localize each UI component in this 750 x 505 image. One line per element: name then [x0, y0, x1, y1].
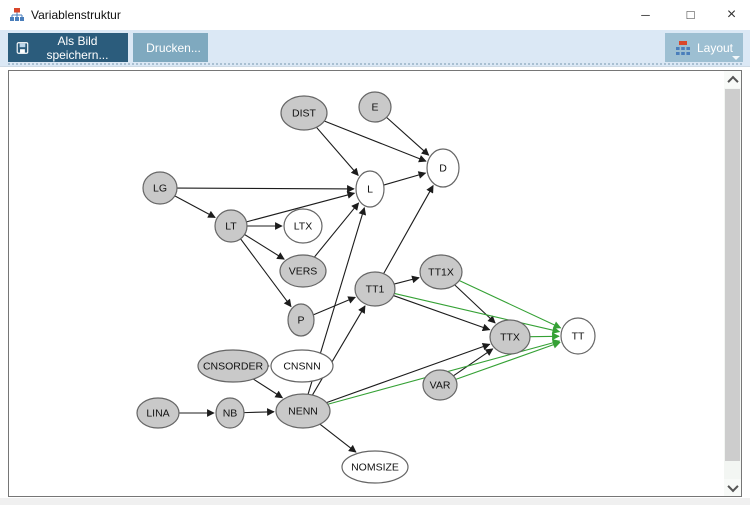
layout-button[interactable]: Layout	[665, 33, 743, 62]
vertical-scrollbar[interactable]	[724, 71, 741, 496]
graph-edge-TT1-D	[383, 184, 434, 274]
graph-node-LTX[interactable]: LTX	[283, 208, 323, 244]
graph-node-TT1[interactable]: TT1	[354, 271, 396, 307]
graph-edge-LT-VERS	[244, 234, 285, 260]
save-as-image-label: Als Bild speichern...	[46, 33, 109, 62]
graph-node-D[interactable]: D	[426, 148, 460, 188]
graph-node-label-DIST: DIST	[292, 108, 317, 120]
graph-edge-LG-L	[176, 185, 355, 193]
graph-node-NOMSIZE[interactable]: NOMSIZE	[341, 450, 409, 484]
graph-node-NB[interactable]: NB	[215, 397, 245, 429]
graph-node-label-CNSNN: CNSNN	[283, 361, 320, 373]
graph-edge-DIST-L	[316, 126, 359, 177]
graph-edge-NENN-TTX	[326, 342, 491, 404]
scroll-up-button[interactable]	[724, 71, 741, 88]
graph-edge-NENN-TT1	[311, 305, 366, 396]
graph-node-DIST[interactable]: DIST	[280, 95, 328, 131]
graph-edge-TT1X-TT	[458, 279, 562, 329]
print-button[interactable]: Drucken...	[133, 33, 208, 62]
graph-canvas: DIST E D LG L LT LTX VERS P TT1 TT1X TTX TT CNSORDER C…	[8, 70, 742, 497]
app-icon	[10, 8, 24, 21]
graph-edge-TT1-TT1X	[394, 275, 420, 285]
graph-edge-VERS-L	[313, 202, 360, 258]
graph-node-label-LTX: LTX	[294, 221, 312, 233]
graph-node-E[interactable]: E	[358, 91, 392, 123]
graph-node-label-NB: NB	[223, 408, 238, 420]
graph-node-label-LINA: LINA	[146, 408, 169, 420]
close-button[interactable]: ×	[726, 6, 737, 23]
graph-node-CNSORDER[interactable]: CNSORDER	[197, 349, 269, 383]
graph-edge-TT1X-TTX	[454, 284, 496, 324]
graph-edge-NB-NENN	[243, 408, 275, 416]
variable-structure-graph: DIST E D LG L LT LTX VERS P TT1 TT1X TTX TT CNSORDER C…	[136, 91, 596, 484]
graph-edge-VAR-TT	[455, 341, 561, 380]
graph-node-TT[interactable]: TT	[560, 317, 596, 355]
graph-edge-LT-P	[240, 238, 292, 308]
chevron-up-icon	[726, 75, 739, 87]
title-bar: Variablenstruktur ─ □ ×	[0, 0, 750, 30]
graph-node-label-CNSORDER: CNSORDER	[203, 361, 264, 373]
graph-node-label-TT1: TT1	[366, 284, 385, 296]
window-bottom-edge	[0, 498, 750, 505]
graph-node-label-L: L	[367, 184, 373, 196]
graph-node-label-VERS: VERS	[289, 266, 318, 278]
scrollbar-thumb[interactable]	[725, 89, 740, 461]
graph-node-label-NOMSIZE: NOMSIZE	[351, 462, 399, 474]
graph-node-TTX[interactable]: TTX	[489, 319, 531, 355]
graph-edge-CNSORDER-NENN	[252, 378, 284, 399]
graph-node-label-D: D	[439, 163, 447, 175]
chevron-down-icon	[726, 480, 739, 492]
graph-node-label-TTX: TTX	[500, 332, 520, 344]
graph-edge-L-D	[383, 171, 427, 186]
graph-node-label-P: P	[297, 315, 304, 327]
graph-edge-TT1-TTX	[393, 295, 491, 332]
minimize-button[interactable]: ─	[641, 8, 650, 22]
graph-edge-LT-L	[246, 191, 356, 223]
graph-node-NENN[interactable]: NENN	[275, 393, 331, 429]
graph-node-label-VAR: VAR	[430, 380, 451, 392]
graph-node-P[interactable]: P	[287, 303, 315, 337]
graph-node-L[interactable]: L	[355, 170, 385, 208]
graph-node-TT1X[interactable]: TT1X	[419, 254, 463, 290]
graph-edge-LG-LT	[174, 195, 216, 218]
maximize-button[interactable]: □	[686, 7, 695, 22]
layout-label: Layout	[696, 40, 734, 55]
floppy-icon	[16, 41, 29, 54]
scroll-down-button[interactable]	[724, 479, 741, 496]
graph-node-label-LG: LG	[153, 183, 167, 195]
graph-edge-VAR-TTX	[453, 348, 494, 377]
layout-dropdown-caret-icon	[732, 56, 740, 60]
graph-edge-NENN-NOMSIZE	[319, 423, 357, 453]
window-title: Variablenstruktur	[31, 8, 121, 22]
graph-node-label-TT1X: TT1X	[428, 267, 454, 279]
graph-node-label-E: E	[371, 102, 378, 114]
graph-node-VAR[interactable]: VAR	[422, 369, 458, 401]
layout-grid-icon	[675, 40, 690, 55]
graph-node-LINA[interactable]: LINA	[136, 397, 180, 429]
graph-node-VERS[interactable]: VERS	[279, 254, 327, 288]
graph-edge-E-D	[386, 116, 430, 156]
graph-edge-DIST-D	[324, 120, 427, 163]
print-label: Drucken...	[146, 40, 201, 55]
graph-node-LG[interactable]: LG	[142, 171, 178, 205]
graph-node-LT[interactable]: LT	[214, 209, 248, 243]
toolbar-divider	[8, 63, 742, 65]
graph-node-label-LT: LT	[225, 221, 237, 233]
save-as-image-button[interactable]: Als Bild speichern...	[8, 33, 128, 62]
toolbar: Als Bild speichern... Drucken... Layout	[0, 30, 750, 67]
graph-node-CNSNN[interactable]: CNSNN	[270, 349, 334, 383]
graph-node-label-NENN: NENN	[288, 406, 318, 418]
graph-node-label-TT: TT	[572, 331, 585, 343]
graph-edge-TT1-TT	[394, 292, 561, 334]
